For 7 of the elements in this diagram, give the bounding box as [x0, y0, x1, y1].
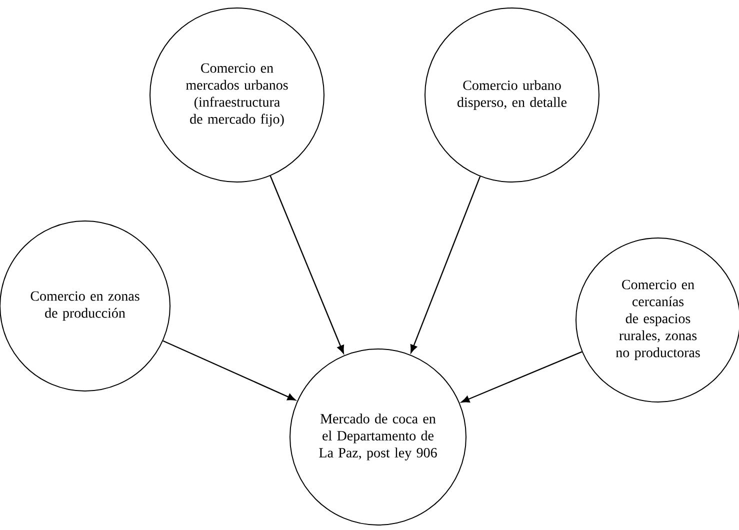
circle-node: Comercio urbano disperso, en detalle: [424, 8, 600, 182]
circle-node: Mercado de coca en el Departamento de La Paz, post ley 906: [290, 348, 466, 526]
arrow: [461, 351, 582, 403]
arrow: [162, 340, 296, 401]
arrow: [270, 176, 344, 354]
arrow: [410, 176, 481, 354]
circle-node: Comercio en mercados urbanos (infraestructura de mercado fijo): [150, 8, 324, 182]
